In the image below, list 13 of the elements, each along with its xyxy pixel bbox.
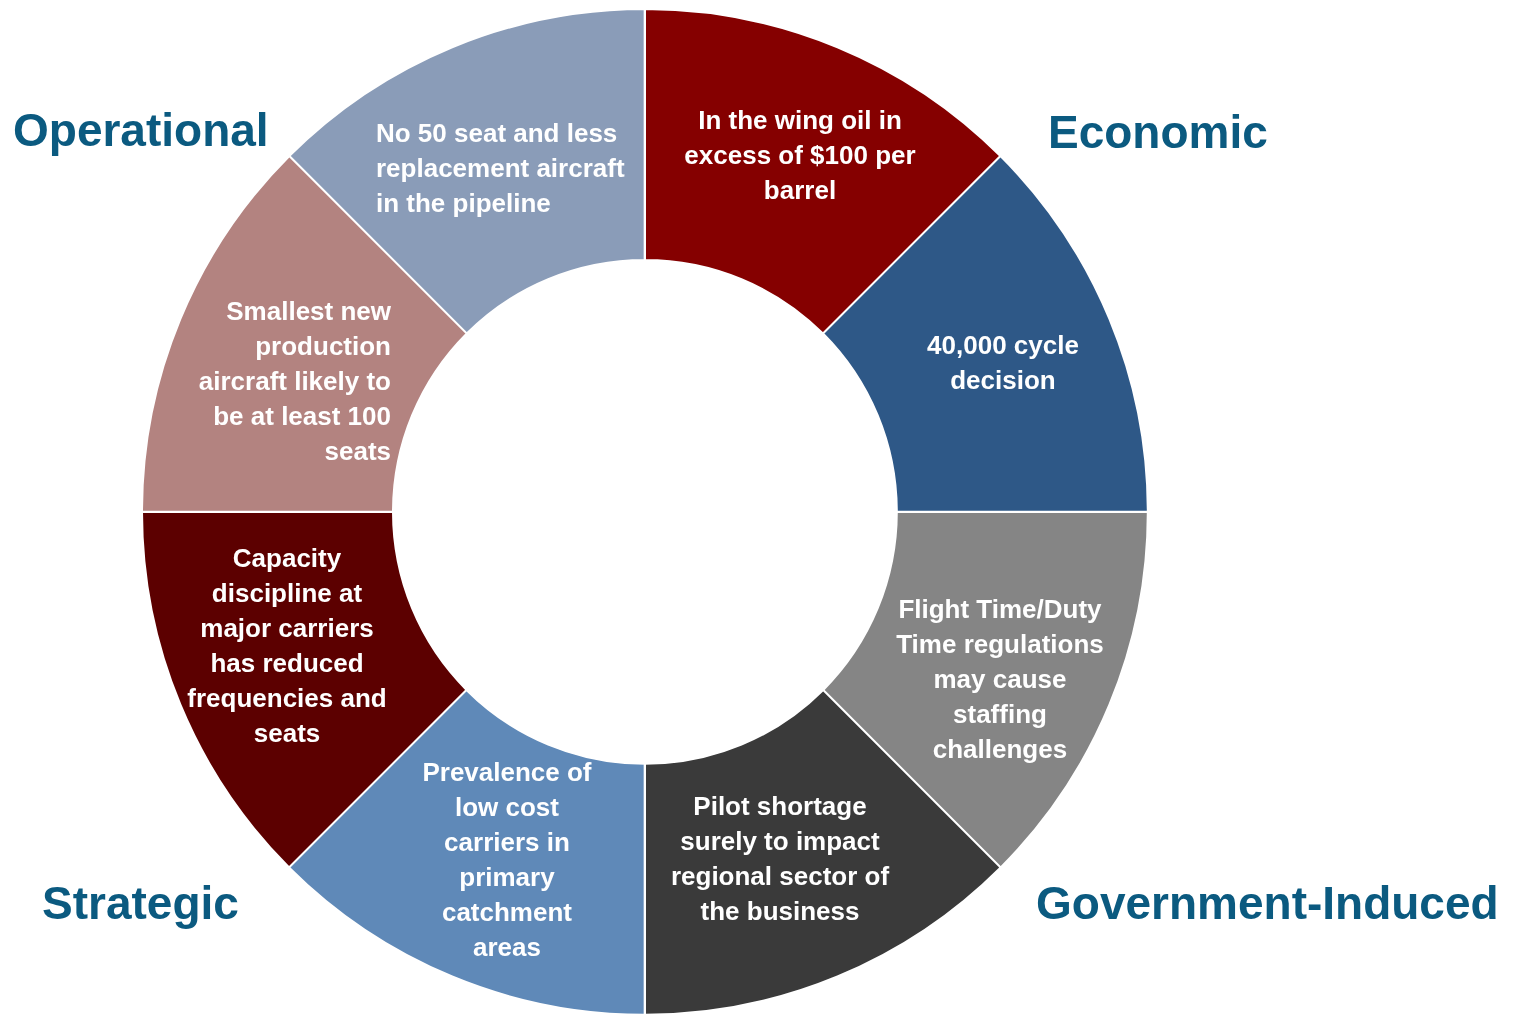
segment-text: Prevalence of low cost carriers in primary catchment areas xyxy=(421,756,593,964)
segment-text: Capacity discipline at major carriers has reduced frequencies and seats xyxy=(186,542,388,750)
category-heading: Strategic xyxy=(42,877,239,929)
category-heading: Economic xyxy=(1048,106,1268,158)
segment-text: Smallest new production aircraft likely to be at least 100 seats xyxy=(197,294,391,468)
segment-text: No 50 seat and less replacement aircraft in the pipeline xyxy=(376,116,626,220)
segment-text: 40,000 cycle decision xyxy=(926,329,1080,397)
segment-text: In the wing oil in excess of $100 per barrel xyxy=(683,103,917,207)
category-heading: Operational xyxy=(13,104,269,156)
ring-segment xyxy=(645,9,1001,334)
segment-text: Pilot shortage surely to impact regional sector of the business xyxy=(669,790,891,928)
category-heading: Government-Induced xyxy=(1036,877,1499,929)
segment-text: Flight Time/Duty Time regulations may cause staffing challenges xyxy=(895,592,1105,766)
